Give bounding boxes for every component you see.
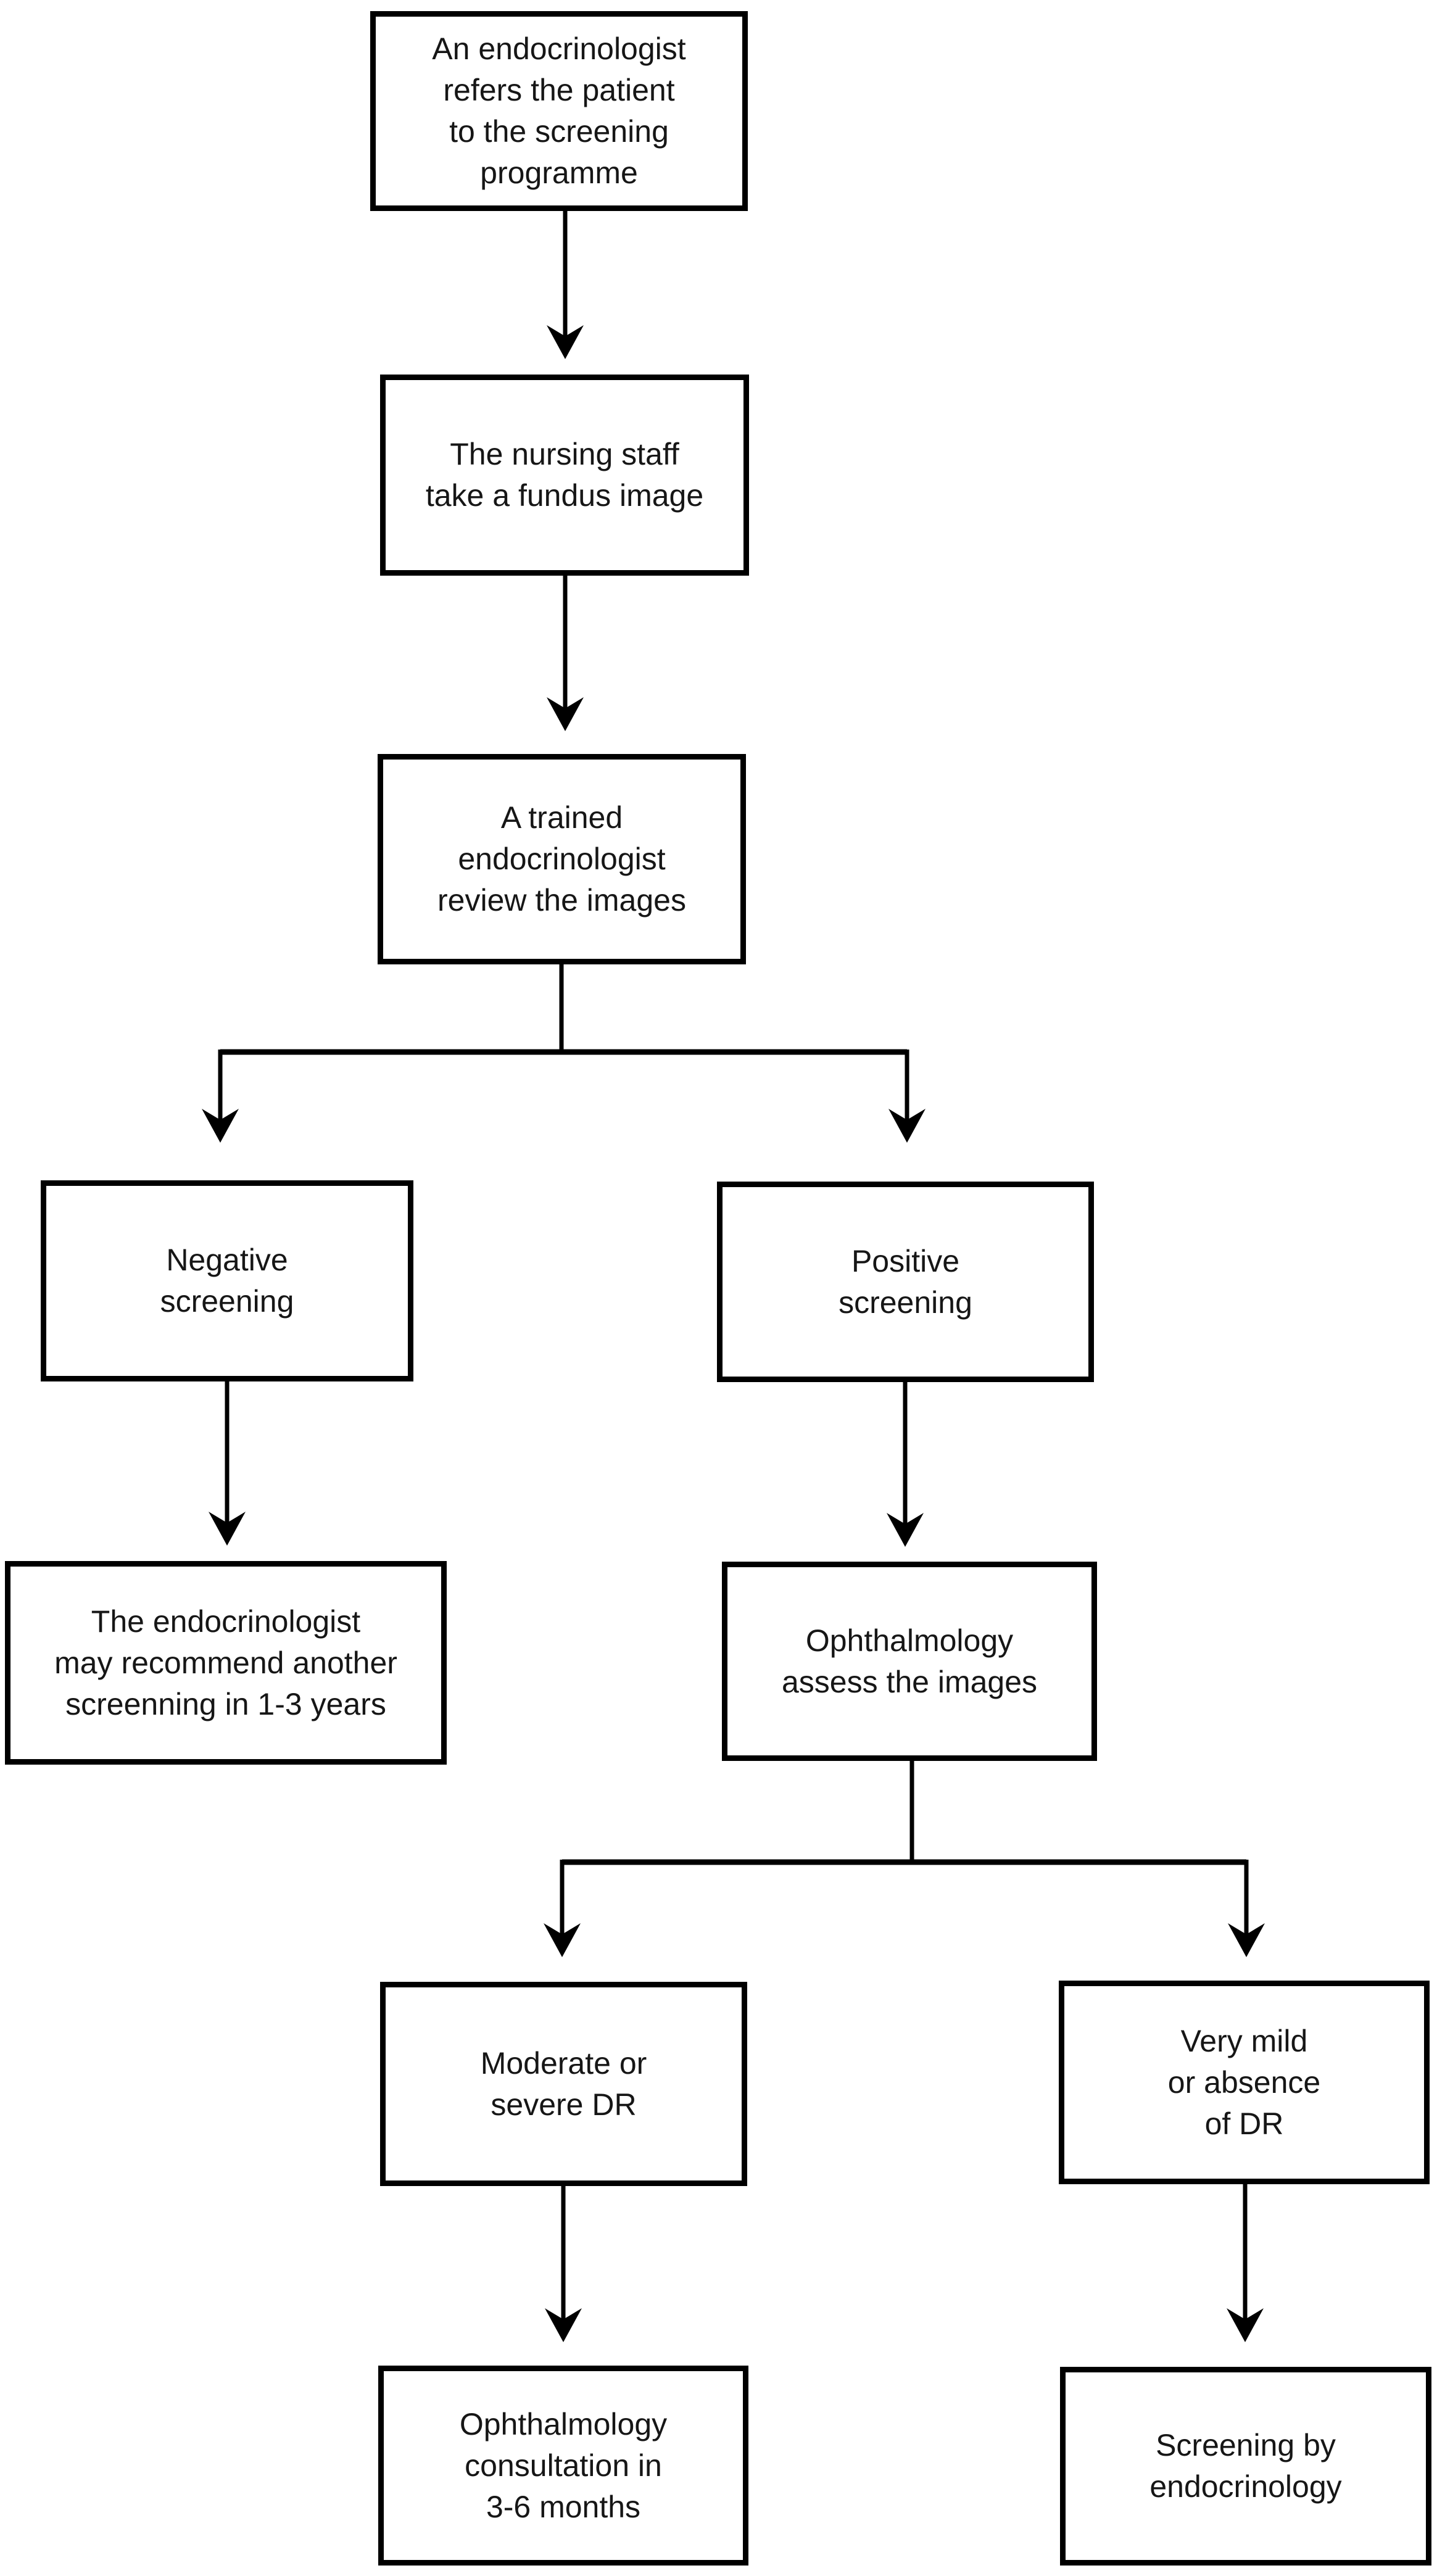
edge-assess-split xyxy=(562,1760,1246,1865)
edge-verymild-screenendo xyxy=(1227,2183,1264,2342)
node-ophthalmology-consultation: Ophthalmology consultation in 3-6 months xyxy=(378,2366,748,2566)
node-very-mild-absence-dr: Very mild or absence of DR xyxy=(1059,1981,1430,2184)
node-ophthalmology-assess: Ophthalmology assess the images xyxy=(722,1562,1097,1761)
node-recommend-rescreening: The endocrinologist may recommend anothe… xyxy=(5,1561,447,1765)
node-label: Very mild or absence of DR xyxy=(1167,2023,1321,2141)
node-label: Screening by endocrinology xyxy=(1149,2428,1342,2504)
node-review: A trained endocrinologist review the ima… xyxy=(378,754,746,964)
edge-split-negative xyxy=(202,1050,239,1143)
edge-review-split xyxy=(220,963,907,1055)
node-label: The endocrinologist may recommend anothe… xyxy=(54,1604,397,1721)
edge-negative-recommend xyxy=(209,1380,246,1546)
node-refer: An endocrinologist refers the patient to… xyxy=(370,11,748,211)
node-label: Negative screening xyxy=(160,1243,294,1319)
edge-split-positive xyxy=(888,1050,926,1143)
node-label: An endocrinologist refers the patient to… xyxy=(432,31,686,190)
edge-positive-assess xyxy=(887,1381,924,1547)
node-label: Positive screening xyxy=(839,1243,972,1320)
node-moderate-severe-dr: Moderate or severe DR xyxy=(380,1982,747,2186)
edge-split-verymild xyxy=(1228,1860,1265,1957)
node-label: Ophthalmology assess the images xyxy=(781,1623,1038,1699)
node-negative-screening: Negative screening xyxy=(41,1180,413,1381)
edge-moderate-consult xyxy=(545,2185,582,2342)
node-positive-screening: Positive screening xyxy=(717,1182,1094,1382)
node-label: A trained endocrinologist review the ima… xyxy=(437,800,686,917)
node-label: Ophthalmology consultation in 3-6 months xyxy=(459,2406,668,2524)
node-screening-by-endocrinology: Screening by endocrinology xyxy=(1060,2367,1431,2566)
node-label: Moderate or severe DR xyxy=(480,2045,647,2122)
edge-split-moderate xyxy=(544,1860,581,1957)
edge-refer-nursing xyxy=(547,210,584,359)
node-label: The nursing staff take a fundus image xyxy=(425,437,704,513)
node-nursing: The nursing staff take a fundus image xyxy=(380,375,749,576)
edge-nursing-review xyxy=(547,574,584,731)
